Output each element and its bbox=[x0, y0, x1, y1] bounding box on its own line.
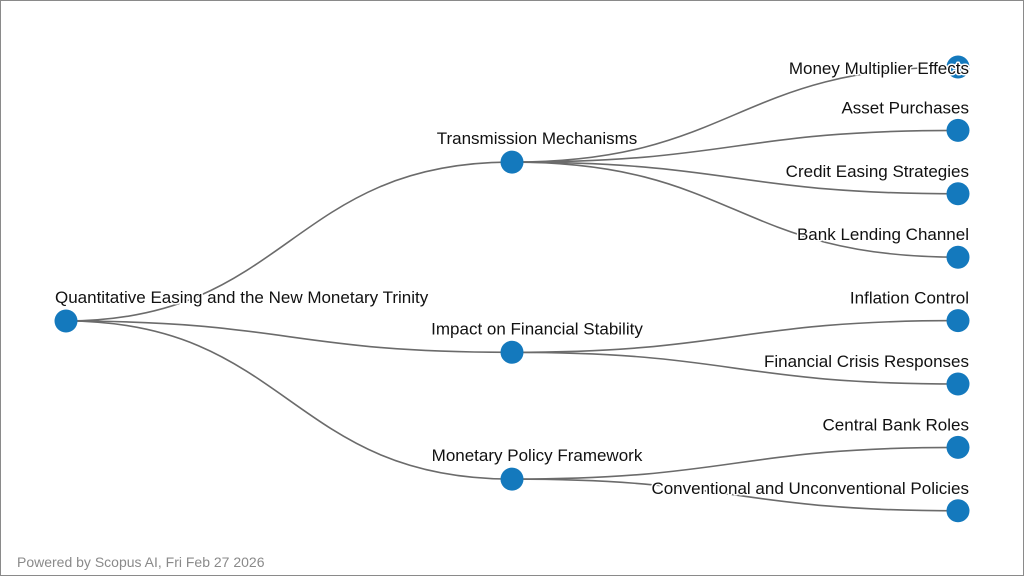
root-label: Quantitative Easing and the New Monetary… bbox=[55, 288, 429, 307]
leaf-node[interactable] bbox=[946, 245, 970, 269]
leaf-node[interactable] bbox=[946, 372, 970, 396]
branch-label: Impact on Financial Stability bbox=[431, 319, 643, 338]
leaf-label: Conventional and Unconventional Policies bbox=[651, 479, 969, 498]
tree-link bbox=[511, 319, 959, 354]
tree-links bbox=[65, 66, 959, 512]
tree-link bbox=[511, 161, 959, 258]
leaf-node[interactable] bbox=[946, 309, 970, 333]
branch-node[interactable] bbox=[500, 340, 524, 364]
leaf-node[interactable] bbox=[946, 55, 970, 79]
leaf-label: Bank Lending Channel bbox=[797, 225, 969, 244]
tree-link bbox=[65, 320, 513, 480]
branch-node[interactable] bbox=[500, 467, 524, 491]
leaf-node[interactable] bbox=[946, 499, 970, 523]
footer-credit: Powered by Scopus AI, Fri Feb 27 2026 bbox=[17, 554, 265, 570]
leaf-label: Financial Crisis Responses bbox=[764, 352, 969, 371]
leaf-label: Credit Easing Strategies bbox=[786, 162, 969, 181]
tree-link bbox=[511, 478, 959, 512]
tree-link bbox=[511, 129, 959, 163]
tree-link bbox=[511, 351, 959, 385]
leaf-node[interactable] bbox=[946, 118, 970, 142]
tree-link bbox=[511, 161, 959, 195]
leaf-node[interactable] bbox=[946, 182, 970, 206]
tree-link bbox=[511, 66, 959, 163]
root-node[interactable] bbox=[54, 309, 78, 333]
leaf-label: Central Bank Roles bbox=[823, 415, 969, 434]
tree-link bbox=[65, 161, 513, 322]
branch-label: Transmission Mechanisms bbox=[437, 129, 638, 148]
branch-node[interactable] bbox=[500, 150, 524, 174]
leaf-node[interactable] bbox=[946, 435, 970, 459]
tree-link bbox=[65, 320, 513, 354]
branch-label: Monetary Policy Framework bbox=[432, 446, 643, 465]
leaf-label: Asset Purchases bbox=[841, 98, 969, 117]
leaf-label: Money Multiplier Effects bbox=[789, 59, 969, 78]
tree-link bbox=[511, 446, 959, 480]
tree-nodes bbox=[54, 55, 970, 523]
leaf-label: Inflation Control bbox=[850, 289, 969, 308]
